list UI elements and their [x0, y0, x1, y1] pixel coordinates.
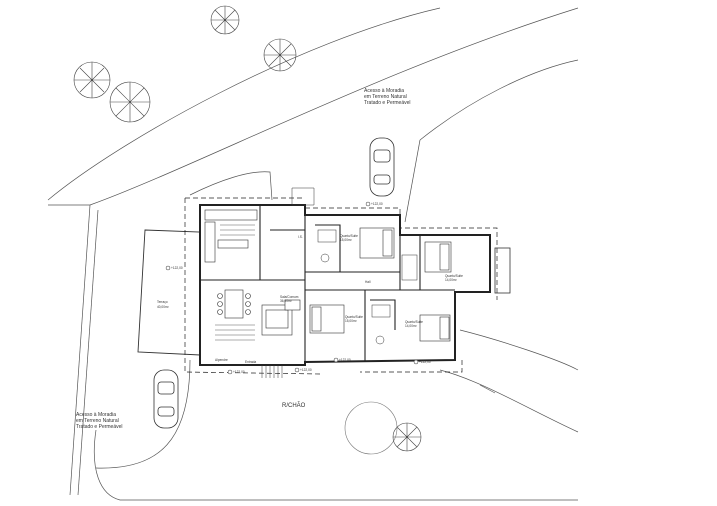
- quarto-2-label: Quarto/Suite: [405, 320, 423, 324]
- hall-label: Hall: [365, 280, 371, 284]
- wc-label: I.S.: [298, 235, 303, 239]
- dining-table-icon: [215, 289, 255, 341]
- plan-labels: Acesso à Moradia em Terreno Natural Trat…: [76, 88, 463, 430]
- stairs: [261, 187, 315, 378]
- access-top-line-2: em Terreno Natural: [364, 94, 407, 100]
- access-bottom-line-3: Tratado e Permeável: [76, 424, 123, 430]
- level-2: +122,00: [300, 368, 312, 372]
- bathroom-fixtures: [317, 229, 418, 345]
- terrace-label: Terraço: [157, 300, 168, 304]
- car-symbol-icon: [153, 137, 395, 429]
- building-walls: [184, 197, 498, 375]
- entrance-label: Entrada: [245, 360, 256, 364]
- alpendre-label: Alpendre: [215, 358, 228, 362]
- quarto-suite-2-area: 14,00m²: [445, 278, 457, 282]
- sofa-icon: [261, 299, 301, 336]
- quarto-suite-1-label: Quarto/Suite: [340, 234, 358, 238]
- level-1: +122,00: [233, 370, 245, 374]
- level-markers: [165, 201, 419, 375]
- level-5: +122,00: [171, 266, 183, 270]
- quarto-1-area: 15,00m²: [345, 319, 357, 323]
- bed-symbol-icon: [309, 227, 452, 342]
- access-top-line-1: Acesso à Moradia: [364, 88, 404, 94]
- level-4: +122,00: [419, 360, 431, 364]
- terrace-area: 40,00m²: [157, 305, 169, 309]
- access-top-line-3: Tratado e Permeável: [364, 100, 411, 106]
- interior-walls: [200, 205, 455, 362]
- floor-name: R/CHÃO: [282, 402, 306, 409]
- level-6: +122,00: [371, 202, 383, 206]
- level-3: +122,00: [339, 358, 351, 362]
- quarto-1-label: Quarto/Suite: [345, 315, 363, 319]
- sala-area: 36,00m²: [280, 299, 292, 303]
- quarto-suite-2-label: Quarto/Suite: [445, 274, 463, 278]
- access-bottom-line-2: em Terreno Natural: [76, 418, 119, 424]
- quarto-2-area: 14,00m²: [405, 324, 417, 328]
- sala-label: Sala/Comum: [280, 295, 299, 299]
- balcony: [494, 247, 511, 294]
- quarto-suite-1-area: 15,00m²: [340, 238, 352, 242]
- site-boundary: [47, 7, 579, 501]
- kitchen-counters: [204, 209, 258, 263]
- tree-symbol-icon: [73, 5, 422, 455]
- terrace: [137, 229, 201, 356]
- access-bottom-line-1: Acesso à Moradia: [76, 412, 116, 418]
